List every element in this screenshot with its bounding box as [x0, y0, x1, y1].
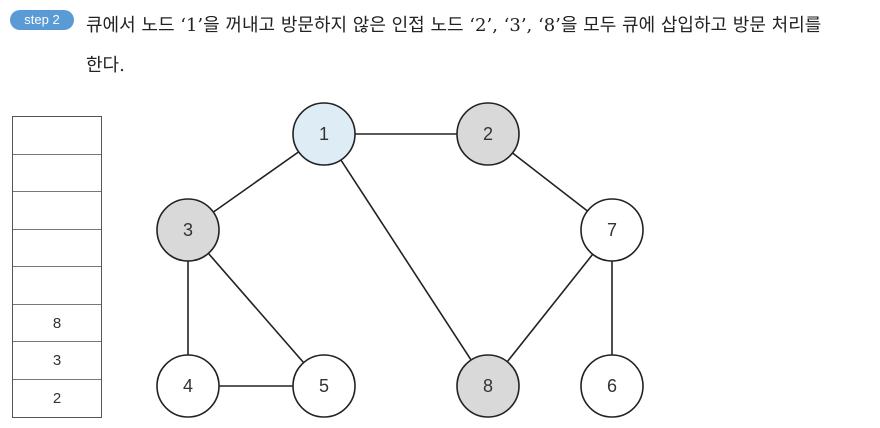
node-circle [456, 102, 520, 166]
node-5: 5 [292, 354, 356, 418]
node-8: 8 [456, 354, 520, 418]
queue-cell [13, 192, 101, 230]
node-circle [456, 354, 520, 418]
node-circle [580, 354, 644, 418]
node-label: 8 [483, 376, 493, 396]
graph-edges [187, 133, 613, 387]
node-label: 4 [183, 376, 193, 396]
node-label: 6 [607, 376, 617, 396]
queue-cell [13, 230, 101, 267]
node-circle [156, 354, 220, 418]
edge-7-8 [487, 229, 613, 387]
node-1: 1 [292, 102, 356, 166]
node-circle [156, 198, 220, 262]
node-label: 1 [319, 124, 329, 144]
node-label: 5 [319, 376, 329, 396]
description-line-2: 한다. [86, 55, 125, 76]
node-4: 4 [156, 354, 220, 418]
node-7: 7 [580, 198, 644, 262]
step-description: 큐에서 노드 ‘1’을 꺼내고 방문하지 않은 인접 노드 ‘2’, ‘3’, … [86, 6, 876, 86]
description-line-1: 큐에서 노드 ‘1’을 꺼내고 방문하지 않은 인접 노드 ‘2’, ‘3’, … [86, 15, 822, 36]
queue-cell: 8 [13, 305, 101, 342]
queue-cell: 2 [52, 389, 62, 407]
node-circle [580, 198, 644, 262]
node-circle [292, 102, 356, 166]
node-3: 3 [156, 198, 220, 262]
step-badge: step 2 [10, 10, 74, 30]
node-2: 2 [456, 102, 520, 166]
queue-cell [13, 267, 101, 305]
node-label: 2 [483, 124, 493, 144]
edge-3-5 [187, 229, 325, 387]
node-label: 3 [183, 220, 193, 240]
queue-cell: 3 [13, 342, 101, 380]
queue-cell [13, 117, 101, 155]
graph-nodes: 1 2 3 7 4 5 8 6 [156, 102, 644, 418]
node-label: 7 [607, 220, 617, 240]
node-circle [292, 354, 356, 418]
queue-cell [13, 155, 101, 192]
edge-1-8 [323, 133, 489, 387]
node-6: 6 [580, 354, 644, 418]
